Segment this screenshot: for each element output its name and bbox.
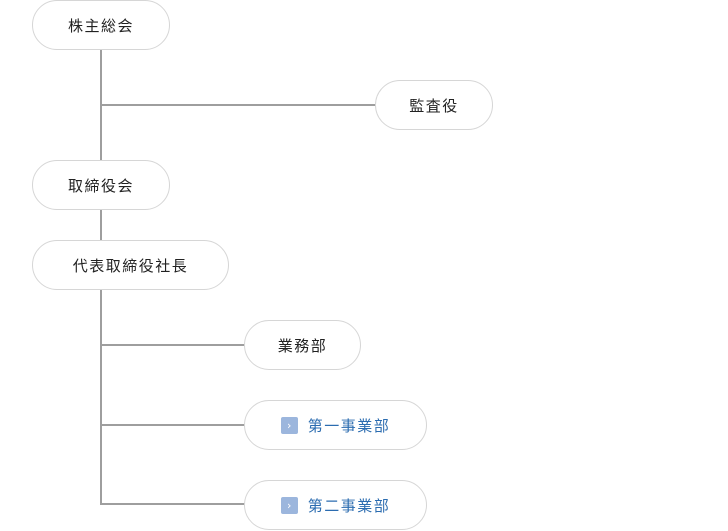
node-label: 取締役会 bbox=[67, 176, 134, 195]
node-label: 業務部 bbox=[277, 336, 328, 355]
node-board-of-directors: 取締役会 bbox=[32, 160, 170, 210]
node-label: 株主総会 bbox=[67, 16, 134, 35]
connector-to-business-div-2 bbox=[100, 503, 245, 505]
chevron-right-icon: › bbox=[280, 416, 298, 434]
connector-president-branches bbox=[100, 290, 102, 505]
link-business-div-1[interactable]: › 第一事業部 bbox=[244, 400, 427, 450]
node-general-affairs: 業務部 bbox=[244, 320, 361, 370]
node-label: 第一事業部 bbox=[307, 416, 391, 435]
node-label: 監査役 bbox=[409, 96, 459, 115]
connector-to-general-affairs bbox=[100, 344, 245, 346]
link-business-div-2[interactable]: › 第二事業部 bbox=[244, 480, 427, 530]
connector-to-auditor bbox=[100, 104, 376, 106]
node-auditor: 監査役 bbox=[375, 80, 493, 130]
connector-board-president bbox=[100, 210, 102, 241]
node-president: 代表取締役社長 bbox=[32, 240, 229, 290]
node-label: 代表取締役社長 bbox=[72, 256, 189, 275]
connector-to-business-div-1 bbox=[100, 424, 245, 426]
node-shareholders-meeting: 株主総会 bbox=[32, 0, 170, 50]
node-label: 第二事業部 bbox=[307, 496, 391, 515]
chevron-right-icon: › bbox=[280, 496, 298, 514]
